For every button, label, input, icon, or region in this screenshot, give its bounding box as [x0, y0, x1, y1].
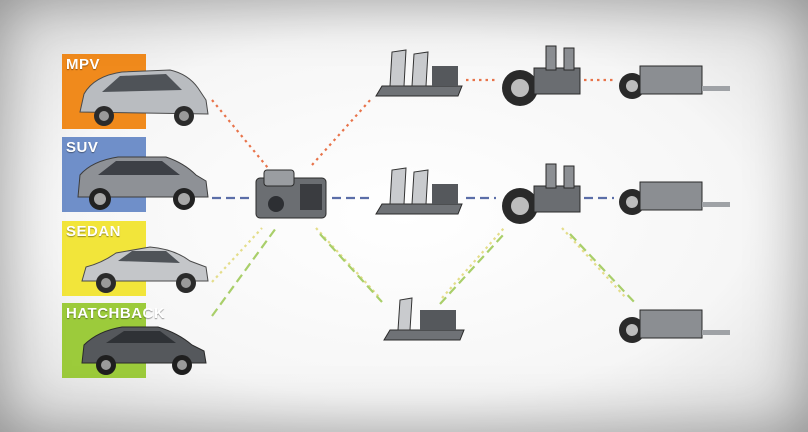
engine-module — [255, 169, 327, 219]
mpv-connection-lines — [211, 78, 614, 169]
cockpit-module-top — [375, 49, 463, 97]
vehicle-tile-suv: SUV — [62, 137, 210, 212]
rear-underbody-module-bottom — [619, 309, 730, 343]
cockpit-module-middle — [375, 167, 463, 215]
mpv-car-image — [79, 69, 209, 126]
suv-car-image — [77, 156, 209, 210]
sedan-car-image — [81, 246, 209, 293]
sedan-connection-lines — [211, 227, 627, 299]
rear-underbody-module-middle — [619, 181, 730, 215]
cockpit-module-bottom — [383, 297, 465, 341]
hatchback-label: HATCHBACK — [66, 305, 166, 322]
vehicle-tile-mpv: MPV — [62, 54, 210, 129]
vehicle-tile-sedan: SEDAN — [62, 221, 210, 296]
front-axle-module-middle — [502, 163, 581, 224]
suv-label: SUV — [66, 139, 99, 156]
vehicle-tile-hatchback: HATCHBACK — [62, 303, 210, 378]
hatchback-car-image — [81, 326, 207, 375]
hatchback-connection-lines — [211, 227, 637, 317]
front-axle-module-top — [502, 45, 581, 106]
mpv-label: MPV — [66, 56, 101, 73]
sedan-label: SEDAN — [66, 223, 122, 240]
rear-underbody-module-top — [619, 65, 730, 99]
